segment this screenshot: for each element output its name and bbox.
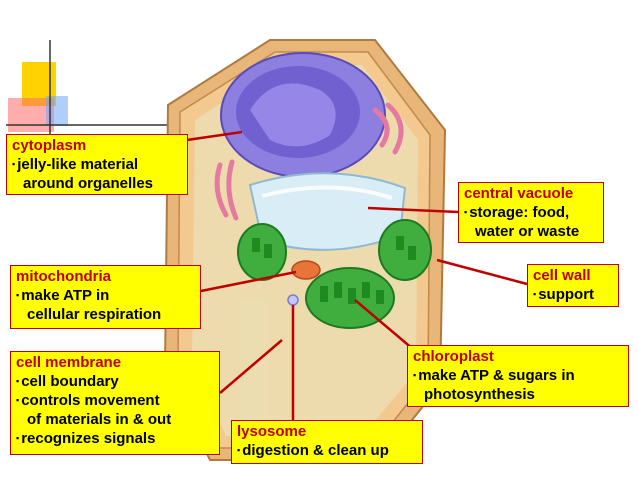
mitochondrion xyxy=(291,260,321,280)
callout-line: around organelles xyxy=(23,175,154,192)
nucleus xyxy=(220,52,386,178)
callout-cell-wall: cell wall ▪support xyxy=(527,264,619,307)
callout-lysosome: lysosome ▪digestion & clean up xyxy=(231,420,423,464)
callout-title: cell wall xyxy=(533,267,591,284)
callout-line: ▪recognizes signals xyxy=(16,430,156,447)
callout-title: mitochondria xyxy=(16,268,112,285)
callout-title: cell membrane xyxy=(16,354,122,371)
callout-title: chloroplast xyxy=(413,348,494,365)
leader-lines xyxy=(186,130,528,420)
callout-mitochondria: mitochondria ▪make ATP in cellular respi… xyxy=(10,265,201,329)
callout-cytoplasm: cytoplasm ▪jelly-like material around or… xyxy=(6,134,188,195)
callout-title: cytoplasm xyxy=(12,137,87,154)
callout-chloroplast: chloroplast ▪make ATP & sugars in photos… xyxy=(407,345,629,407)
callout-title: lysosome xyxy=(237,423,307,440)
callout-line: ▪cell boundary xyxy=(16,373,119,390)
callout-line: ▪controls movement xyxy=(16,392,160,409)
decorative-corner-squares xyxy=(6,40,175,135)
callout-line: water or waste xyxy=(475,223,580,240)
central-vacuole xyxy=(248,172,407,251)
callout-title: central vacuole xyxy=(464,185,574,202)
callout-line: photosynthesis xyxy=(424,386,535,403)
callout-line: ▪make ATP in xyxy=(16,287,110,304)
callout-central-vacuole: central vacuole ▪storage: food, water or… xyxy=(458,182,604,243)
callout-line: ▪jelly-like material xyxy=(12,156,139,173)
callout-line: ▪support xyxy=(533,286,595,303)
callout-line: of materials in & out xyxy=(27,411,172,428)
callout-cell-membrane: cell membrane ▪cell boundary ▪controls m… xyxy=(10,351,220,455)
endoplasmic-reticulum xyxy=(214,102,404,221)
callout-line: cellular respiration xyxy=(27,306,162,323)
callout-line: ▪digestion & clean up xyxy=(237,442,389,459)
callout-line: ▪make ATP & sugars in xyxy=(413,367,575,384)
lysosome xyxy=(287,294,299,306)
chloroplasts xyxy=(237,219,432,329)
callout-line: ▪storage: food, xyxy=(464,204,570,221)
